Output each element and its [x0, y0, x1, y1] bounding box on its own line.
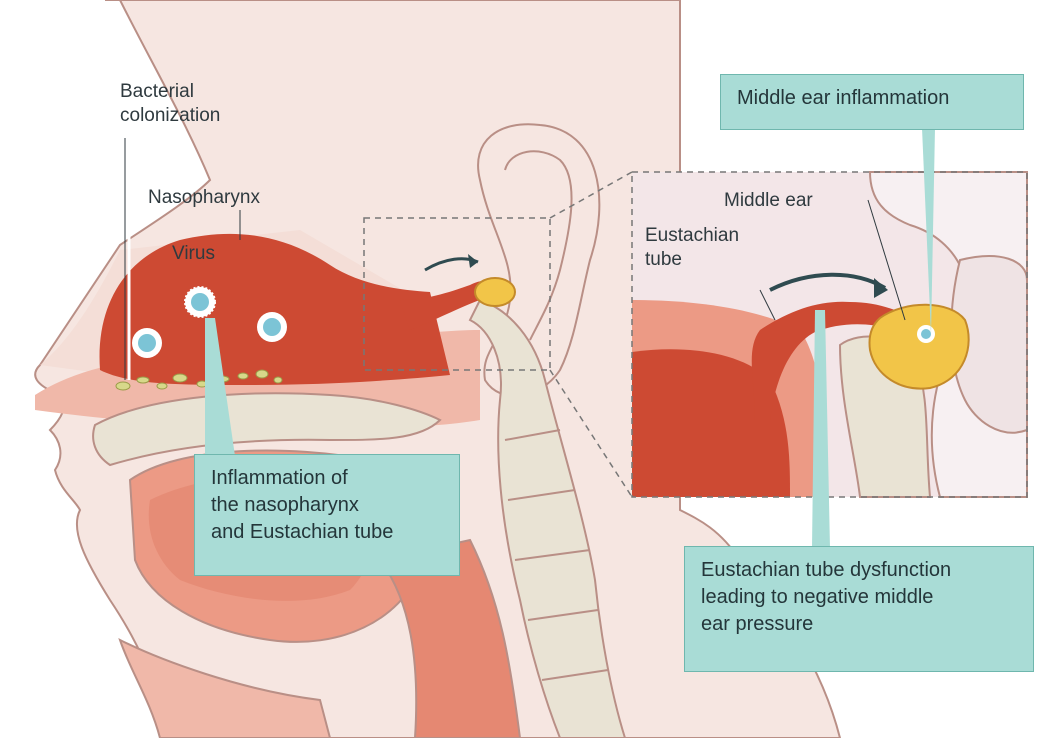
virus-particle — [257, 312, 287, 342]
label-virus: Virus — [172, 242, 215, 266]
bacterium — [238, 373, 248, 379]
bacterium — [173, 374, 187, 382]
virus-particle — [185, 287, 215, 317]
label-middle-ear: Middle ear — [724, 189, 813, 213]
zoom-panel — [632, 172, 1027, 497]
virus-particle — [132, 328, 162, 358]
bacterium — [116, 382, 130, 390]
callout-nasopharynx-inflammation: Inflammation of the nasopharynx and Eust… — [194, 454, 460, 576]
zoom-middle-ear — [869, 305, 968, 389]
bacterium — [137, 377, 149, 383]
zoom-virus-core — [921, 329, 931, 339]
callout-tube-dysfunction: Eustachian tube dysfunction leading to n… — [684, 546, 1034, 672]
bacterium — [157, 383, 167, 389]
middle-ear-small — [475, 278, 515, 306]
callout-middle-ear-inflammation: Middle ear inflammation — [720, 74, 1024, 130]
label-nasopharynx: Nasopharynx — [148, 186, 260, 210]
label-eustachian-tube: Eustachian tube — [645, 224, 739, 272]
bacterium — [256, 370, 268, 378]
bacterium — [274, 377, 282, 383]
label-bacterial-colonization: Bacterial colonization — [120, 80, 220, 128]
